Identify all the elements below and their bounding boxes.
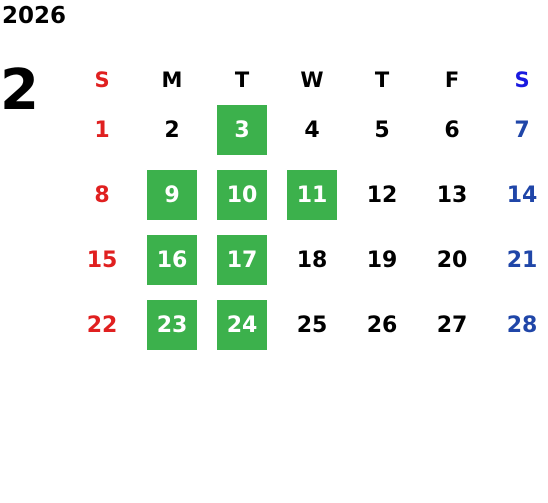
calendar-year: 2026: [2, 3, 67, 29]
weekday-thursday: T: [374, 68, 390, 92]
day-cell[interactable]: 20: [436, 247, 468, 273]
weekday-friday: F: [444, 68, 460, 92]
week-row-3: 15 16 17 18 19 20 21: [67, 235, 548, 300]
week-row-4: 22 23 24 25 26 27 28: [67, 300, 548, 365]
week-row-1: 1 2 3 4 5 6 7: [67, 105, 548, 170]
day-cell[interactable]: 8: [94, 182, 110, 208]
day-cell[interactable]: 28: [506, 312, 538, 338]
weekday-header-row: S M T W T F S: [67, 55, 548, 105]
day-cell-highlighted[interactable]: 11: [277, 170, 347, 220]
day-cell-highlighted[interactable]: 16: [137, 235, 207, 285]
day-cell[interactable]: 15: [86, 247, 118, 273]
weekday-wednesday: W: [300, 68, 324, 92]
weekday-saturday: S: [514, 68, 530, 92]
day-cell[interactable]: 18: [296, 247, 328, 273]
weekday-monday: M: [161, 68, 183, 92]
day-cell-highlighted[interactable]: 24: [207, 300, 277, 350]
calendar-grid: S M T W T F S 1 2 3 4 5 6 7 8 9 10 11 12…: [67, 55, 548, 365]
day-cell[interactable]: 7: [514, 117, 530, 143]
day-cell-highlighted[interactable]: 17: [207, 235, 277, 285]
day-cell-highlighted[interactable]: 23: [137, 300, 207, 350]
weekday-tuesday: T: [234, 68, 250, 92]
week-row-2: 8 9 10 11 12 13 14: [67, 170, 548, 235]
day-cell[interactable]: 5: [374, 117, 390, 143]
day-cell[interactable]: 12: [366, 182, 398, 208]
day-cell[interactable]: 21: [506, 247, 538, 273]
day-cell[interactable]: 14: [506, 182, 538, 208]
day-cell[interactable]: 22: [86, 312, 118, 338]
day-cell[interactable]: 25: [296, 312, 328, 338]
day-cell[interactable]: 27: [436, 312, 468, 338]
day-cell[interactable]: 19: [366, 247, 398, 273]
day-cell[interactable]: 2: [164, 117, 180, 143]
calendar-month: 2: [0, 58, 39, 123]
day-cell[interactable]: 6: [444, 117, 460, 143]
weekday-sunday: S: [94, 68, 110, 92]
day-cell[interactable]: 13: [436, 182, 468, 208]
day-cell[interactable]: 4: [304, 117, 320, 143]
day-cell[interactable]: 26: [366, 312, 398, 338]
day-cell-highlighted[interactable]: 10: [207, 170, 277, 220]
day-cell[interactable]: 1: [94, 117, 110, 143]
day-cell-highlighted[interactable]: 3: [207, 105, 277, 155]
day-cell-highlighted[interactable]: 9: [137, 170, 207, 220]
